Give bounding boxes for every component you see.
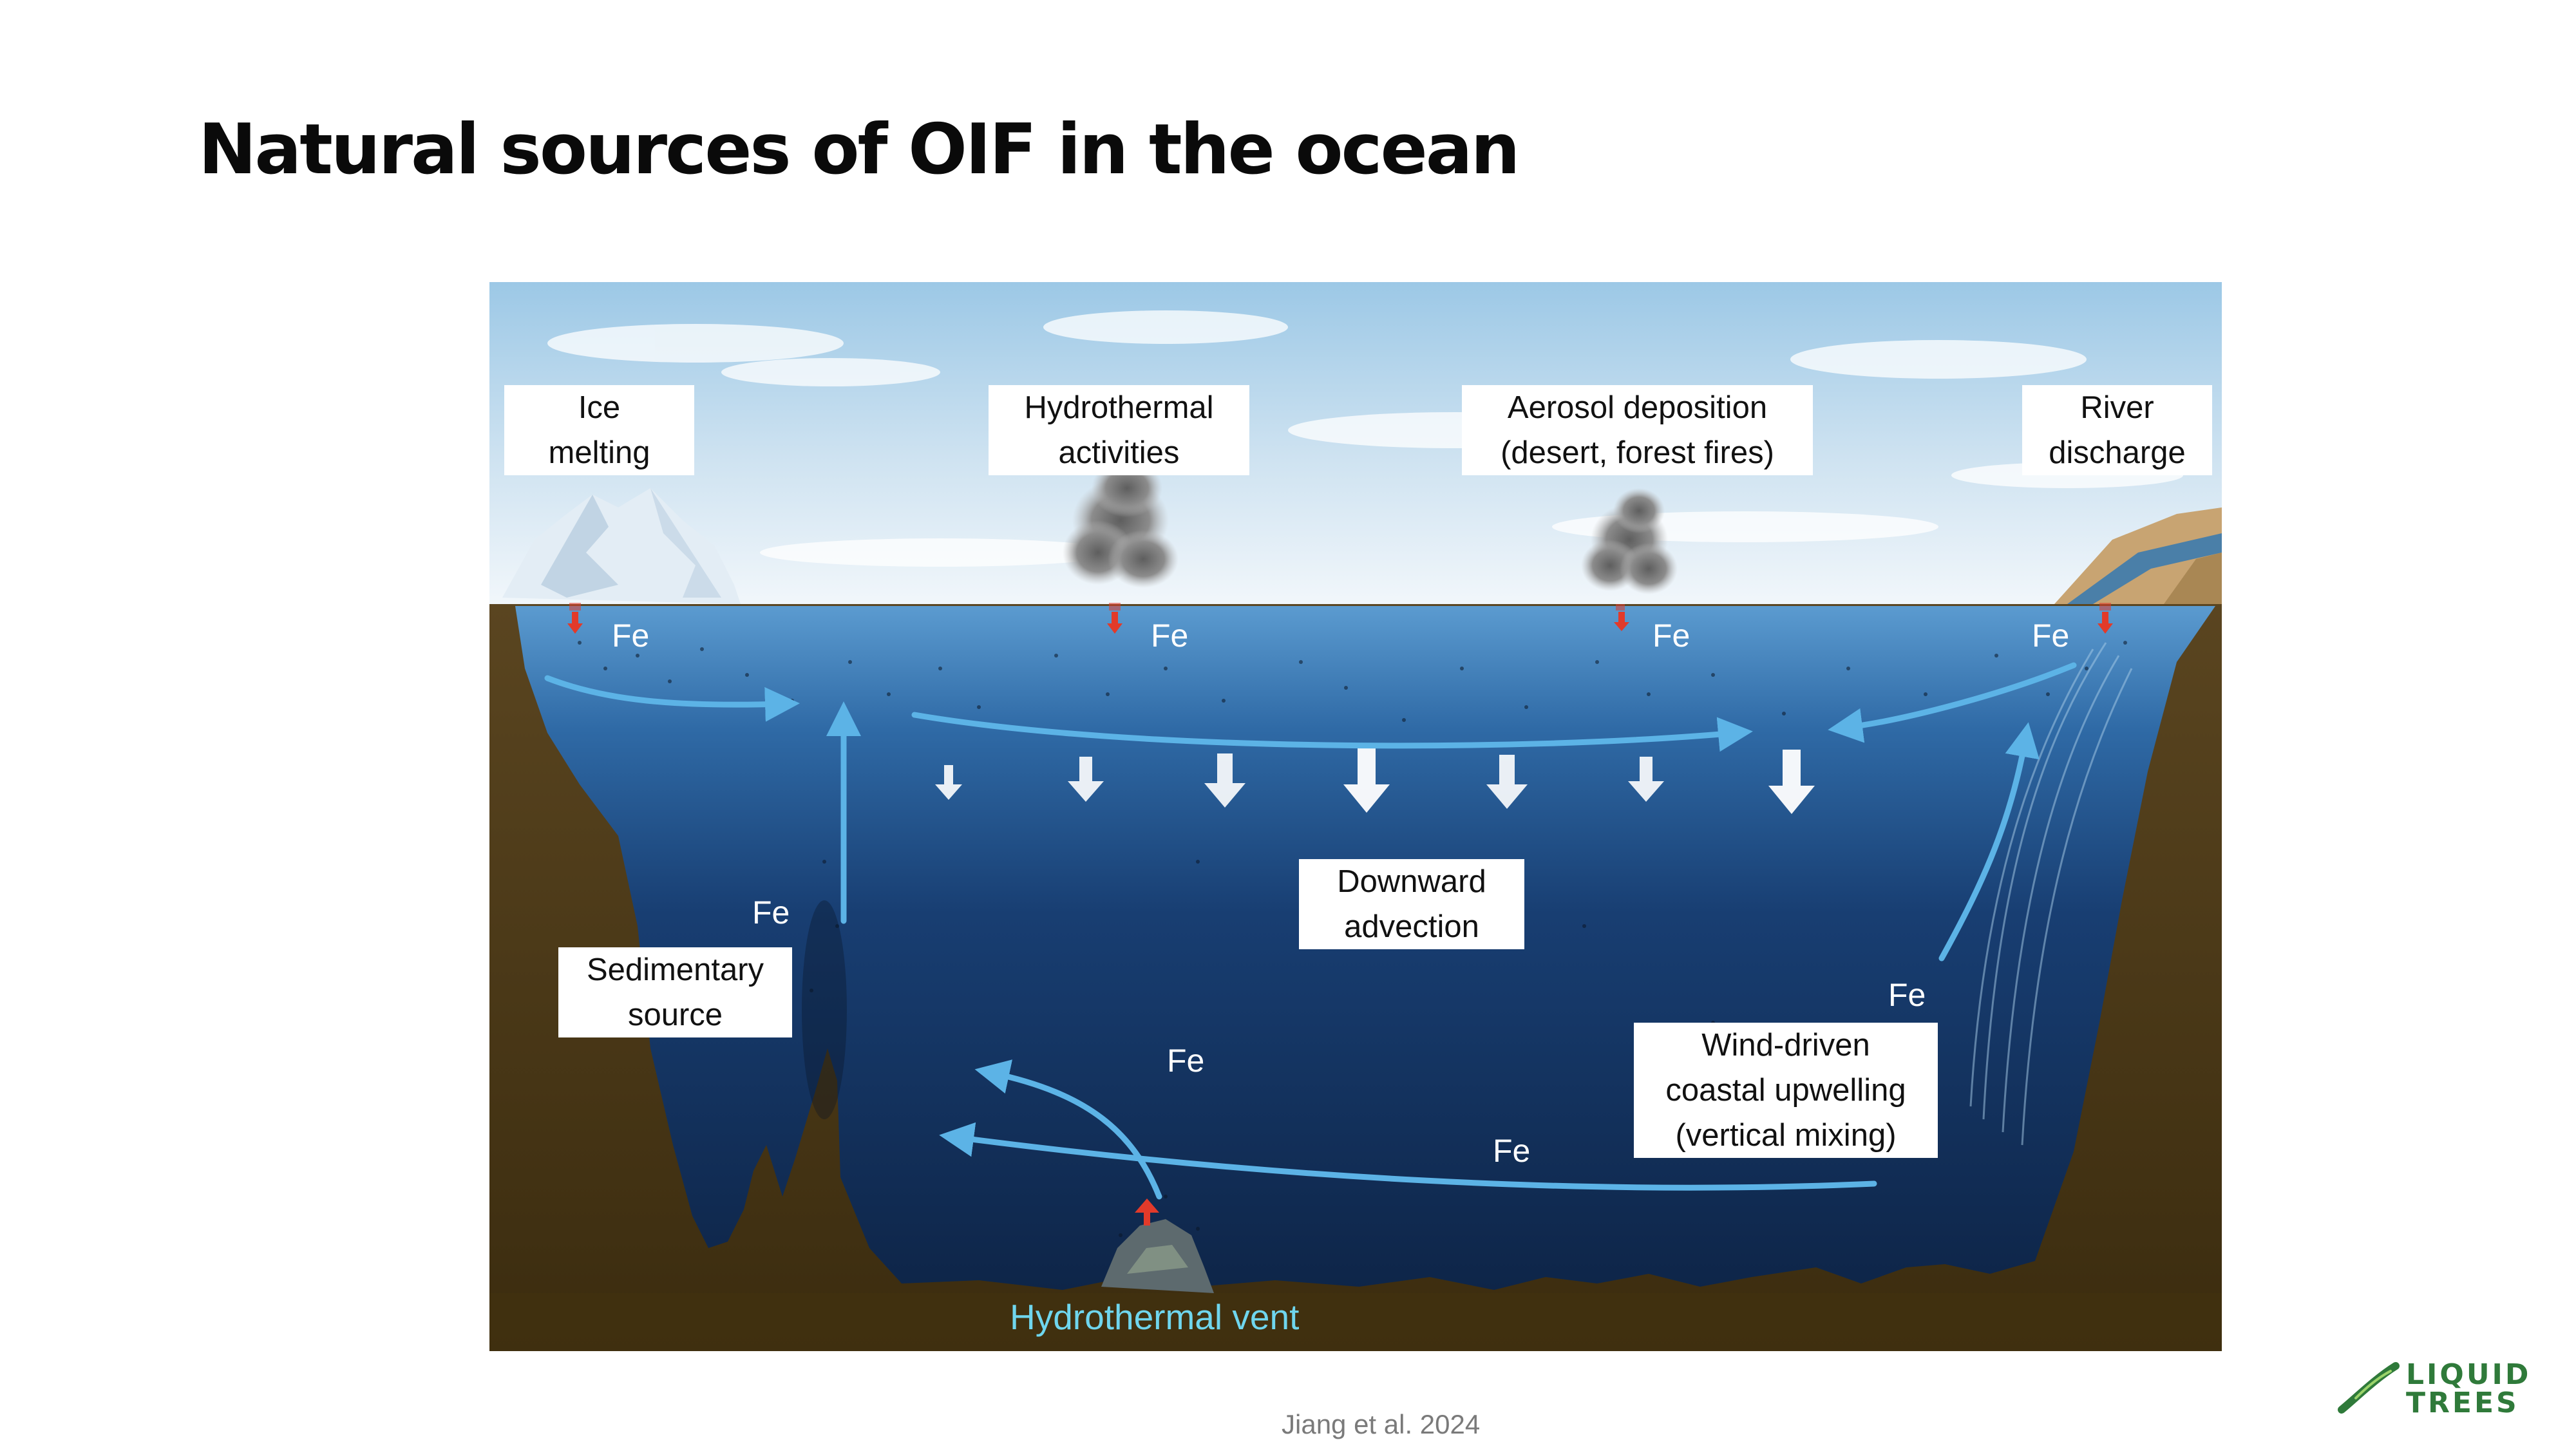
leaf-icon <box>2336 1359 2401 1417</box>
fe-label-aerosol: Fe <box>1653 617 1690 654</box>
label-ice-melting: Ice melting <box>504 385 694 475</box>
diagram-canvas <box>489 282 2222 1351</box>
label-wind-driven-upwelling: Wind-driven coastal upwelling (vertical … <box>1634 1023 1938 1158</box>
fe-label-upwelling: Fe <box>1888 976 1926 1014</box>
fe-label-hydrothermal: Fe <box>1151 617 1188 654</box>
label-downward-advection: Downward advection <box>1299 859 1524 949</box>
logo-text: LIQUID TREES <box>2406 1361 2531 1417</box>
fe-label-river: Fe <box>2032 617 2069 654</box>
slide-title: Natural sources of OIF in the ocean <box>198 109 1519 190</box>
fe-label-vent: Fe <box>1167 1042 1204 1079</box>
fe-label-bottom-flow: Fe <box>1493 1132 1530 1170</box>
liquid-trees-logo: LIQUID TREES <box>2336 1356 2549 1420</box>
fe-label-ice: Fe <box>612 617 649 654</box>
hydrothermal-vent-label: Hydrothermal vent <box>1010 1296 1299 1338</box>
sediment-plume <box>802 900 847 1119</box>
fe-label-sedimentary: Fe <box>752 894 790 931</box>
seabed-floor <box>489 1293 2222 1351</box>
ocean-iron-diagram: Ice melting Hydrothermal activities Aero… <box>489 282 2222 1351</box>
label-sedimentary-source: Sedimentary source <box>558 947 792 1037</box>
label-aerosol-deposition: Aerosol deposition (desert, forest fires… <box>1462 385 1813 475</box>
citation: Jiang et al. 2024 <box>1282 1409 1480 1440</box>
label-river-discharge: River discharge <box>2022 385 2212 475</box>
label-hydrothermal-activities: Hydrothermal activities <box>989 385 1249 475</box>
